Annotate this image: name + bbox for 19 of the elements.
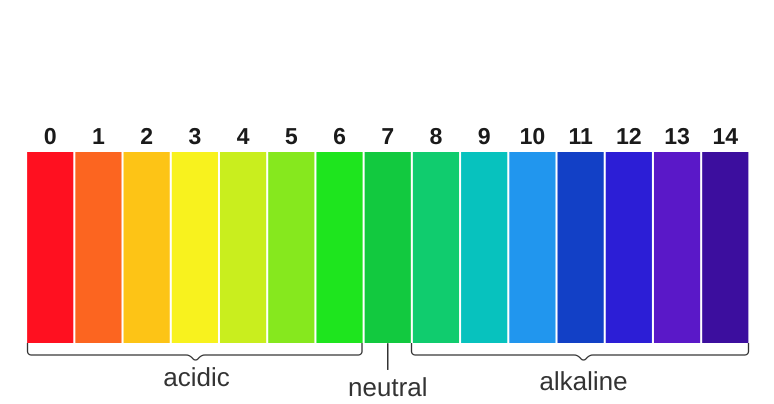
ph-value: 9	[478, 128, 490, 144]
ph-value: 6	[334, 128, 346, 144]
range-label: alkaline	[540, 371, 626, 390]
range-label: neutral	[350, 377, 426, 396]
leader-line	[387, 343, 388, 370]
range-label: acidic	[164, 367, 230, 386]
ph-value: 7	[382, 128, 394, 144]
ph-value: 8	[430, 128, 442, 144]
ph-value: 5	[286, 128, 298, 144]
ph-value: 11	[570, 128, 592, 144]
ph-value: 4	[237, 128, 250, 144]
ph-value: 10	[521, 128, 544, 144]
ph-value: 3	[189, 128, 200, 144]
ph-value: 12	[618, 128, 641, 144]
ph-value: 2	[141, 128, 152, 144]
ph-value: 1	[93, 128, 104, 144]
ph-value: 14	[714, 128, 738, 144]
ph-value: 13	[666, 128, 690, 144]
ph-value: 0	[44, 128, 56, 144]
